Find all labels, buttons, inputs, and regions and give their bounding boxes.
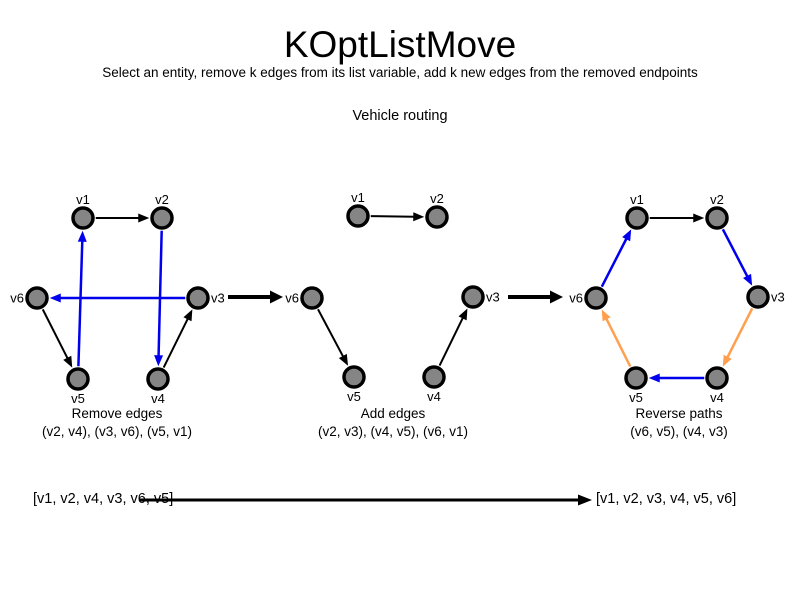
remove-edges-graph-edge-v3-v6-arrowhead xyxy=(49,293,61,303)
reverse-paths-graph-node-v1 xyxy=(625,206,649,230)
remove-edges-graph-node-v4 xyxy=(146,367,170,391)
reverse-paths-graph-node-label-v6: v6 xyxy=(569,291,583,306)
add-edges-graph-node-v1 xyxy=(346,204,370,228)
add-edges-graph-node-label-v1: v1 xyxy=(351,190,365,205)
reverse-paths-graph-node-v6 xyxy=(584,286,608,310)
add-edges-graph-node-v2 xyxy=(425,205,449,229)
add-edges-graph-node-v6 xyxy=(300,286,324,310)
caption-reverse-paths-detail: (v6, v5), (v4, v3) xyxy=(630,424,728,439)
remove-edges-graph-edge-v5-v1-line xyxy=(77,240,84,367)
add-edges-graph-node-label-v4: v4 xyxy=(427,389,441,404)
add-to-reverse-arrow-arrowhead xyxy=(550,290,563,304)
add-edges-graph-node-v5 xyxy=(342,365,366,389)
caption-add-edges-detail: (v2, v3), (v4, v5), (v6, v1) xyxy=(317,424,469,439)
remove-edges-graph-node-label-v5: v5 xyxy=(71,391,85,406)
reverse-paths-graph-edge-v3-v4-arrowhead xyxy=(722,354,732,367)
remove-edges-graph-edge-v4-v3-arrowhead xyxy=(183,309,193,322)
reverse-paths-graph-node-label-v1: v1 xyxy=(630,192,644,207)
remove-edges-graph-node-v2 xyxy=(150,206,174,230)
add-edges-graph-edge-v1-v2-arrowhead xyxy=(413,212,425,222)
add-edges-graph-node-v3 xyxy=(461,285,485,309)
add-edges-graph-edge-v6-v5-arrowhead xyxy=(338,353,349,366)
remove-edges-graph-edge-v6-v5-line xyxy=(41,308,69,360)
remove-edges-graph-node-label-v6: v6 xyxy=(10,291,24,306)
caption-add-edges: Add edges (v2, v3), (v4, v5), (v6, v1) xyxy=(318,405,468,441)
caption-reverse-paths: Reverse paths (v6, v5), (v4, v3) xyxy=(630,405,728,441)
list-after: [v1, v2, v3, v4, v5, v6] xyxy=(596,491,737,507)
section-label: Vehicle routing xyxy=(352,108,448,124)
remove-to-add-arrow-arrowhead xyxy=(270,290,283,304)
reverse-paths-graph-node-label-v2: v2 xyxy=(710,192,724,207)
reverse-paths-graph-node-v5 xyxy=(624,366,648,390)
add-edges-graph-edge-v1-v2-line xyxy=(370,215,415,218)
remove-edges-graph-edge-v5-v1-arrowhead xyxy=(77,230,87,242)
remove-edges-graph-node-label-v1: v1 xyxy=(76,192,90,207)
caption-add-edges-title: Add edges xyxy=(360,406,426,421)
remove-edges-graph-node-v3 xyxy=(186,286,210,310)
remove-edges-graph-node-label-v3: v3 xyxy=(211,291,225,306)
add-edges-graph-node-label-v5: v5 xyxy=(347,389,361,404)
reverse-paths-graph-node-label-v5: v5 xyxy=(629,390,643,405)
list-before: [v1, v2, v4, v3, v6, v5] xyxy=(33,491,174,507)
reverse-paths-graph-edge-v6-v1-arrowhead xyxy=(622,229,632,242)
remove-edges-graph-node-label-v4: v4 xyxy=(151,391,165,406)
reverse-paths-graph-edge-v1-v2-arrowhead xyxy=(693,213,705,223)
reverse-paths-graph-edge-v5-v6-arrowhead xyxy=(601,309,611,322)
remove-edges-graph-node-v1 xyxy=(71,206,95,230)
reverse-paths-graph-node-v4 xyxy=(705,366,729,390)
reverse-paths-graph-edge-v2-v3-arrowhead xyxy=(743,273,753,286)
remove-edges-graph-edge-v2-v4-line xyxy=(157,230,163,357)
page-subtitle: Select an entity, remove k edges from it… xyxy=(102,65,698,80)
reverse-paths-graph-node-v2 xyxy=(705,206,729,230)
add-edges-graph-node-label-v6: v6 xyxy=(285,291,299,306)
remove-edges-graph-edge-v1-v2-arrowhead xyxy=(138,213,150,223)
remove-edges-graph-edge-v4-v3-line xyxy=(162,317,189,369)
before-to-after-arrow-arrowhead xyxy=(578,494,592,506)
remove-edges-graph-node-v6 xyxy=(25,286,49,310)
reverse-paths-graph-edge-v3-v4-line xyxy=(726,307,754,359)
reverse-paths-graph-edge-v4-v5-arrowhead xyxy=(648,373,660,383)
caption-remove-edges-title: Remove edges xyxy=(71,406,163,421)
reverse-paths-graph-edge-v2-v3-line xyxy=(721,228,749,278)
add-edges-graph-node-v4 xyxy=(422,365,446,389)
add-edges-graph-edge-v4-v3-line xyxy=(438,317,464,366)
add-edges-graph-edge-v4-v3-arrowhead xyxy=(458,308,468,321)
reverse-paths-graph-node-label-v4: v4 xyxy=(710,390,724,405)
add-edges-graph-edge-v6-v5-line xyxy=(317,308,345,358)
caption-remove-edges-detail: (v2, v4), (v3, v6), (v5, v1) xyxy=(41,424,193,439)
add-edges-graph-node-label-v3: v3 xyxy=(486,290,500,305)
caption-reverse-paths-title: Reverse paths xyxy=(635,406,723,421)
reverse-paths-graph-edge-v6-v1-line xyxy=(600,237,628,288)
reverse-paths-graph-node-v3 xyxy=(746,285,770,309)
remove-edges-graph-edge-v6-v5-arrowhead xyxy=(63,355,73,368)
remove-edges-graph-edge-v2-v4-arrowhead xyxy=(154,355,164,367)
page-title: KOptListMove xyxy=(283,24,517,65)
remove-edges-graph-node-label-v2: v2 xyxy=(155,192,169,207)
reverse-paths-graph-edge-v5-v6-line xyxy=(605,317,632,368)
add-edges-graph-node-label-v2: v2 xyxy=(430,191,444,206)
caption-remove-edges: Remove edges (v2, v4), (v3, v6), (v5, v1… xyxy=(42,405,192,441)
remove-edges-graph-node-v5 xyxy=(66,367,90,391)
reverse-paths-graph-node-label-v3: v3 xyxy=(771,290,785,305)
